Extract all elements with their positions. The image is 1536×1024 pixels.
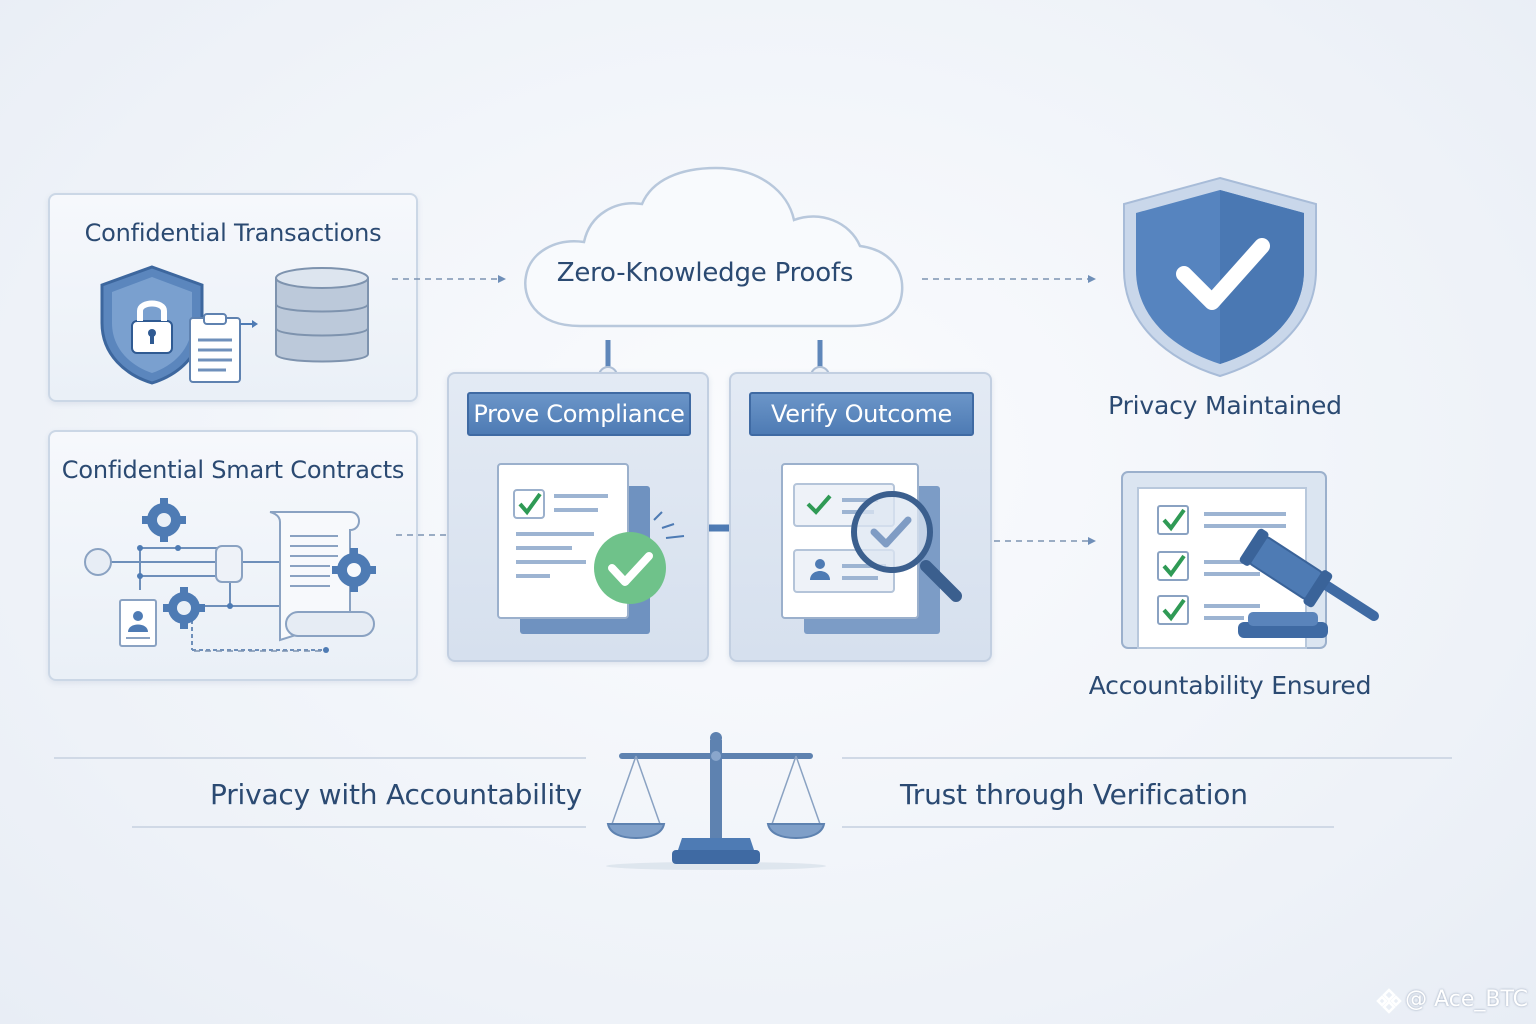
database-icon <box>275 267 369 363</box>
verify-outcome-header: Verify Outcome <box>749 392 974 436</box>
binance-logo-icon <box>1376 988 1402 1014</box>
privacy-with-accountability-label: Privacy with Accountability <box>210 778 583 811</box>
cloud-shape <box>524 166 904 328</box>
checklist-gavel-icon <box>1121 471 1379 649</box>
divider-line <box>842 757 1452 759</box>
divider-line <box>132 826 586 828</box>
confidential-smart-contracts-title: Confidential Smart Contracts <box>61 456 405 484</box>
watermark-text: @ Ace_BTC <box>1405 987 1528 1012</box>
shield-lock-icon <box>100 265 204 385</box>
confidential-transactions-title: Confidential Transactions <box>84 219 382 247</box>
smart-contract-network-icon <box>84 498 376 653</box>
divider-line <box>842 826 1334 828</box>
trust-through-verification-label: Trust through Verification <box>900 778 1248 811</box>
balance-scale-icon <box>606 732 826 870</box>
privacy-maintained-label: Privacy Maintained <box>1108 391 1342 420</box>
shield-check-icon <box>1123 176 1317 378</box>
prove-compliance-header: Prove Compliance <box>467 392 691 436</box>
verify-document-magnifier-icon <box>781 463 962 634</box>
clipboard-document-icon <box>189 313 258 383</box>
accountability-ensured-label: Accountability Ensured <box>1088 671 1372 700</box>
compliance-document-icon <box>497 463 685 634</box>
divider-line <box>54 757 586 759</box>
zero-knowledge-proofs-label: Zero-Knowledge Proofs <box>556 258 854 288</box>
